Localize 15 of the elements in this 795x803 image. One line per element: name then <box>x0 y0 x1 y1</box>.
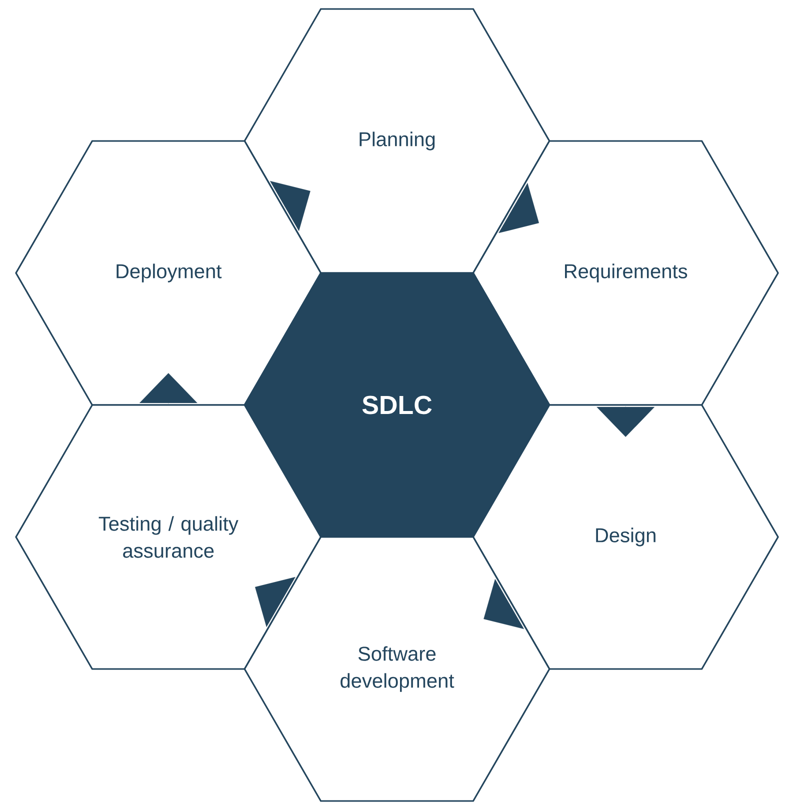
stage-hexagon: Requirements <box>472 140 779 406</box>
node-label: Design <box>596 528 656 546</box>
arrowhead <box>255 576 296 628</box>
stage-hexagon: Deployment <box>15 140 322 406</box>
stage-hexagon: Planning <box>244 8 550 274</box>
stage-hexagon: Software development <box>244 536 550 802</box>
arrowhead <box>484 578 524 630</box>
arrowhead <box>270 180 310 232</box>
hub-hexagon: SDLC <box>244 272 550 538</box>
node-label: Requirements <box>565 264 688 282</box>
arrowhead <box>596 406 655 437</box>
stage-hexagon: Design <box>472 404 779 670</box>
stage-hexagon: Testing / quality assurance <box>15 404 322 670</box>
arrowhead <box>498 182 539 234</box>
arrowhead <box>139 373 198 404</box>
